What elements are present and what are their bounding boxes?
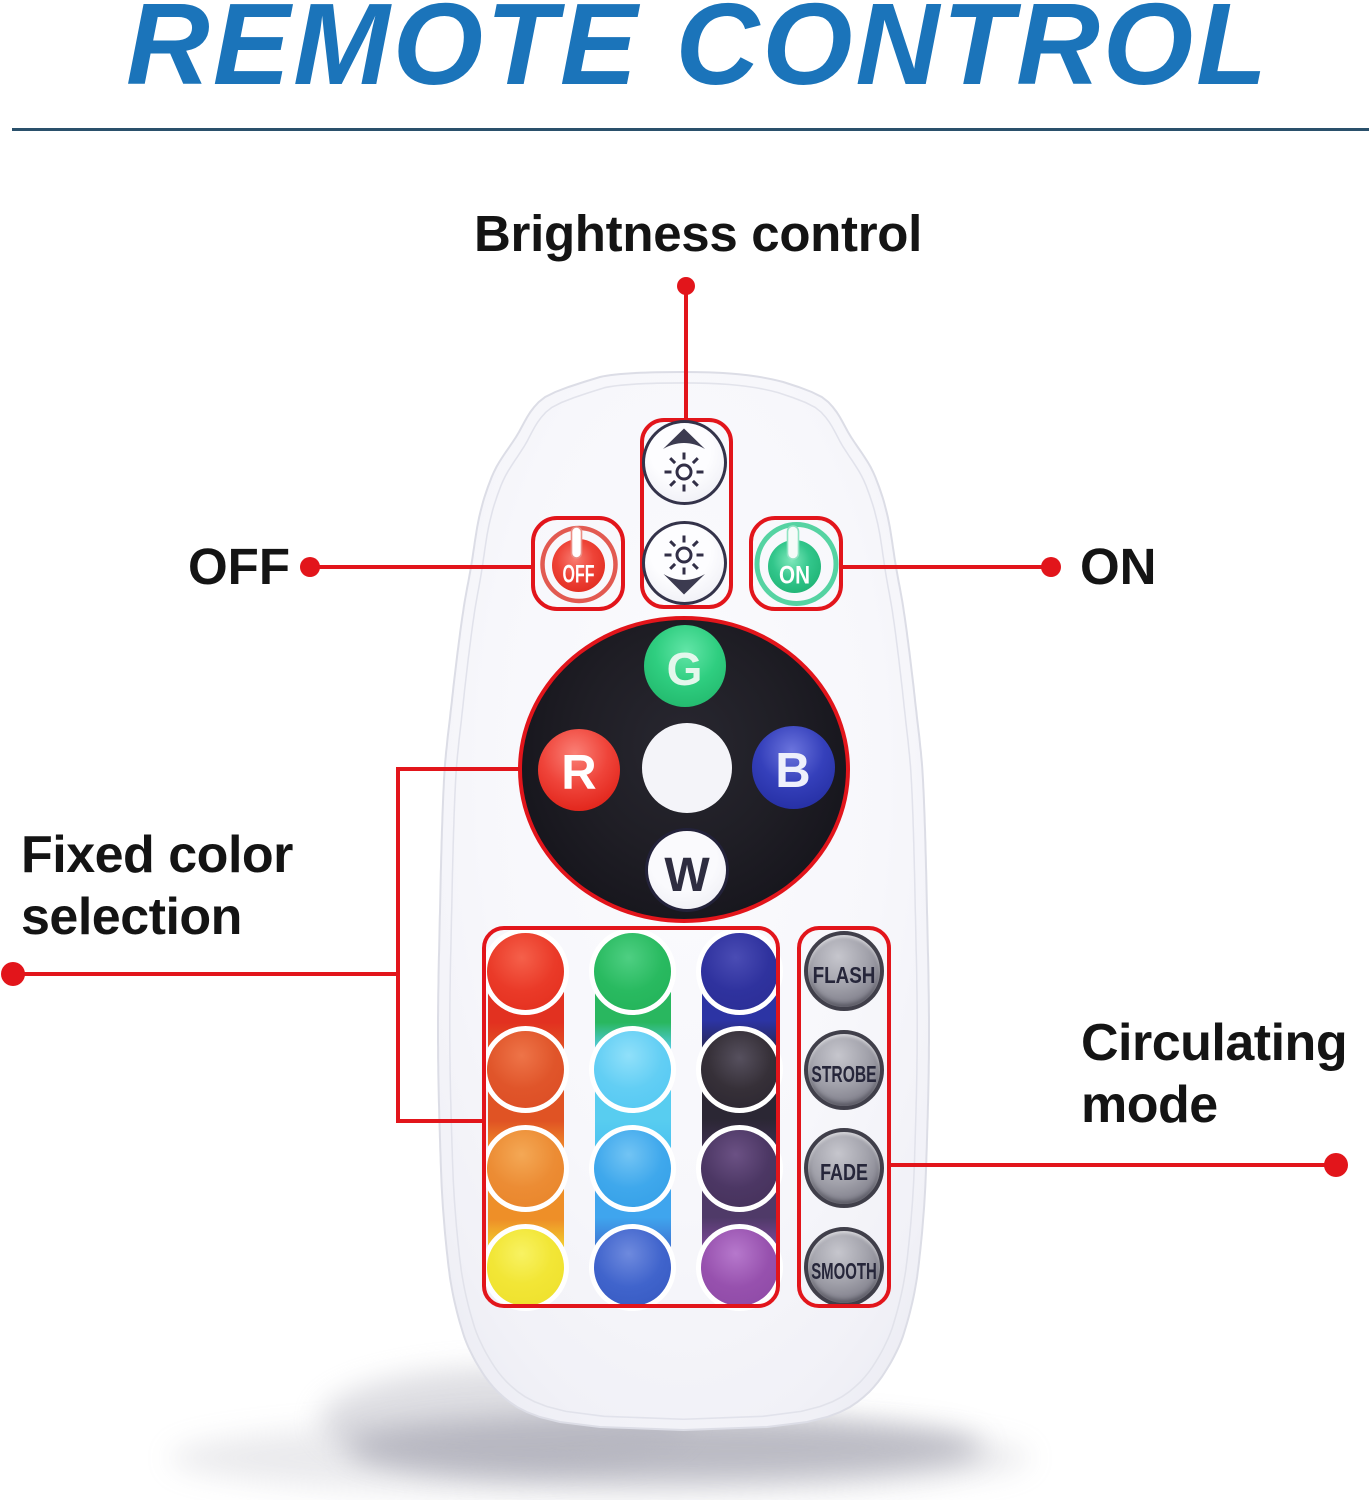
svg-text:ON: ON bbox=[779, 561, 810, 589]
svg-text:OFF: OFF bbox=[562, 560, 594, 588]
